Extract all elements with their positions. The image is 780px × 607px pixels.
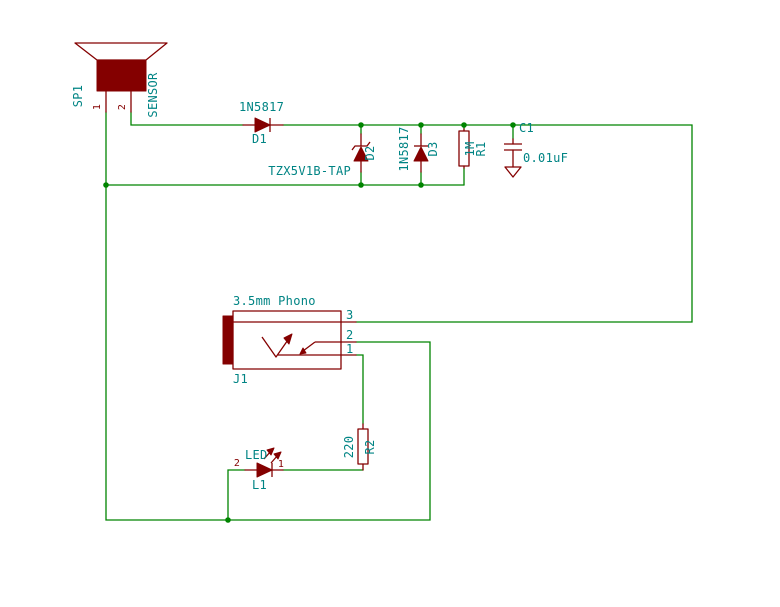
junction-dot <box>461 122 467 128</box>
junction-dot <box>418 122 424 128</box>
junction-dot <box>358 122 364 128</box>
sp1-value-label: SENSOR <box>146 72 160 118</box>
l1-reference-label: L1 <box>252 478 267 492</box>
diode-d3: 1N5817 D3 <box>397 126 440 173</box>
junction-dot <box>358 182 364 188</box>
resistor-r1: 1M R1 <box>458 128 488 169</box>
j1-switch-arrowhead <box>299 347 307 355</box>
diode-d1: 1N5817 D1 <box>239 100 284 146</box>
j1-spring-arrowhead <box>283 333 293 345</box>
r1-value-label: 1M <box>463 141 477 156</box>
ground-symbol <box>504 166 522 178</box>
d2-reference-label: D2 <box>363 145 377 160</box>
r2-reference-label: R2 <box>363 439 377 454</box>
sp1-pin2-number: 2 <box>117 104 128 110</box>
d2-zener-bar <box>351 141 371 151</box>
wire-segment <box>355 354 364 425</box>
sp1-pin1-number: 1 <box>92 104 103 110</box>
junction-dots <box>103 122 516 523</box>
d3-reference-label: D3 <box>426 141 440 156</box>
junction-dot <box>418 182 424 188</box>
l1-pin2-number: 2 <box>234 458 240 469</box>
wires <box>105 111 693 521</box>
j1-tip-spring <box>261 336 291 358</box>
resistor-r2: 220 R2 <box>342 423 377 471</box>
d1-reference-label: D1 <box>252 132 267 146</box>
junction-dot <box>510 122 516 128</box>
d2-value-label: TZX5V1B-TAP <box>268 164 351 178</box>
wire-segment <box>130 111 244 126</box>
wire-segment <box>227 469 246 521</box>
l1-emission-arrowhead-1 <box>266 447 275 456</box>
d3-value-label: 1N5817 <box>397 126 411 171</box>
speaker-horn <box>74 42 168 61</box>
d1-triangle <box>254 117 271 133</box>
speaker-body <box>96 59 147 92</box>
led-l1: LED L1 2 1 <box>234 447 284 492</box>
j1-value-label: 3.5mm Phono <box>233 294 316 308</box>
zener-d2: D2 TZX5V1B-TAP <box>268 133 377 178</box>
wire-segment <box>282 124 693 323</box>
speaker-sp1: 1 2 SP1 SENSOR <box>71 42 168 118</box>
l1-triangle <box>256 462 273 478</box>
wire-segment <box>105 111 431 521</box>
j1-switch-lever <box>302 341 316 352</box>
c1-value-label: 0.01uF <box>523 151 568 165</box>
l1-emission-arrowhead-2 <box>273 451 282 460</box>
junction-dot <box>103 182 109 188</box>
r2-value-label: 220 <box>342 436 356 459</box>
junction-dot <box>225 517 231 523</box>
d1-value-label: 1N5817 <box>239 100 284 114</box>
phono-jack-j1: 3 2 1 3.5mm Phono J1 <box>222 294 357 386</box>
j1-pin2-number: 2 <box>346 328 354 342</box>
c1-reference-label: C1 <box>519 121 534 135</box>
j1-pin1-number: 1 <box>346 342 354 356</box>
capacitor-c1: C1 0.01uF <box>504 121 568 178</box>
l1-pin1-number: 1 <box>278 459 284 470</box>
l1-value-label: LED <box>245 448 268 462</box>
j1-sleeve-bar <box>222 315 234 365</box>
j1-reference-label: J1 <box>233 372 248 386</box>
sp1-reference-label: SP1 <box>71 85 85 108</box>
r1-reference-label: R1 <box>474 141 488 156</box>
j1-pin3-number: 3 <box>346 308 354 322</box>
